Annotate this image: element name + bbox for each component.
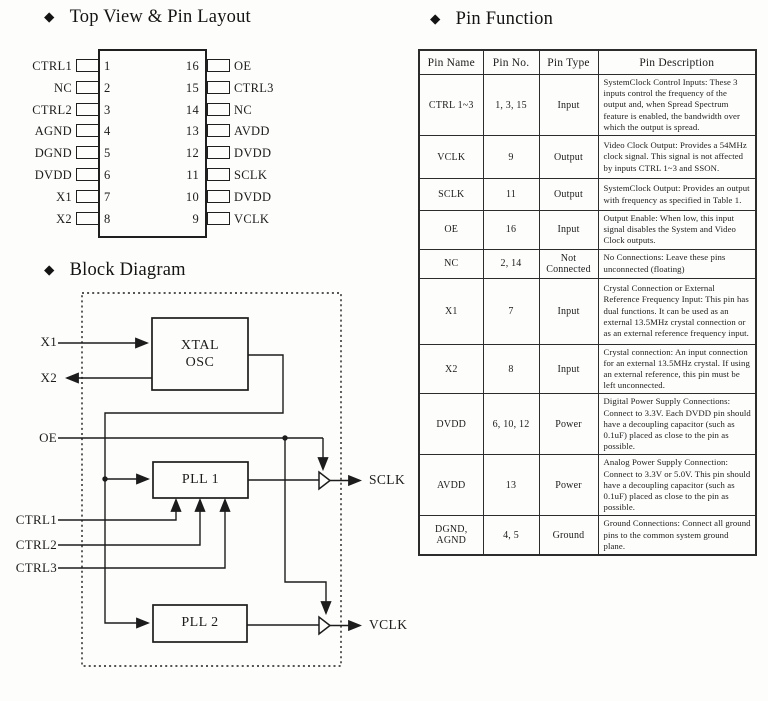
col-header-pin-desc: Pin Description [597,49,757,75]
section-title-text: Top View & Pin Layout [69,7,251,27]
table-row: VCLK 9 Output Video Clock Output: Provid… [418,135,757,180]
block-diagram-svg [58,292,363,667]
pin-label: X2 [56,212,72,226]
pin-box [76,59,99,72]
ctrl1-wire [58,497,182,521]
pin-box [76,81,99,94]
pin-box [207,103,230,116]
section-title-pin-function: ◆ Pin Function [430,9,553,30]
diamond-bullet-icon: ◆ [44,8,55,25]
chip-outline [98,49,207,238]
pin-number: 11 [186,168,199,182]
table-row: DGND, AGND 4, 5 Ground Ground Connection… [418,515,757,556]
pin-box [76,190,99,203]
pin-box [76,146,99,159]
junction-dot [282,435,288,441]
xtal-feed-wire [104,354,284,629]
pin-box [207,124,230,137]
pin-box [207,190,230,203]
pin-box [207,212,230,225]
pin-number: 8 [104,212,111,226]
table-row: AVDD 13 Power Analog Power Supply Connec… [418,454,757,517]
pin-box [76,168,99,181]
pin-box [207,146,230,159]
pin-number: 2 [104,81,111,95]
section-title-text: Block Diagram [69,260,186,280]
diamond-bullet-icon: ◆ [44,261,55,278]
table-row: X2 8 Input Crystal connection: An input … [418,343,757,395]
table-row: CTRL 1~3 1, 3, 15 Input SystemClock Cont… [418,73,757,137]
pll1-label: PLL 1 [181,472,220,487]
pin-box [76,124,99,137]
xtal-osc-block [151,317,249,391]
pin-number: 14 [185,103,199,117]
oe-to-vclk-buffer-wire [284,438,332,616]
signal-label-ctrl2: CTRL2 [15,537,57,552]
table-row: DVDD 6, 10, 12 Power Digital Power Suppl… [418,393,757,456]
pin-label: X1 [56,190,72,204]
pin-number: 6 [104,168,111,182]
pin-box [207,81,230,94]
pin-number: 15 [185,81,199,95]
table-header-row: Pin Name Pin No. Pin Type Pin Descriptio… [418,49,757,75]
pin-label: OE [234,59,252,73]
table-row: NC 2, 14 Not Connected No Connections: L… [418,248,757,279]
pin-label: DVDD [234,146,272,160]
section-title-pin-layout: ◆ Top View & Pin Layout [44,7,251,28]
pin-label: DVDD [34,168,72,182]
pin-label: AGND [34,124,72,138]
col-header-pin-name: Pin Name [418,49,484,75]
pin-number: 16 [185,59,199,73]
pin-box [207,59,230,72]
pll2-label: PLL 2 [181,615,219,630]
signal-label-sclk: SCLK [369,472,406,487]
signal-label-x1: X1 [40,334,57,349]
signal-label-ctrl1: CTRL1 [15,512,57,527]
col-header-pin-type: Pin Type [538,49,599,75]
pin-number: 3 [104,103,111,117]
pin-number: 7 [104,190,111,204]
section-title-text: Pin Function [455,9,554,29]
pin-function-table: Pin Name Pin No. Pin Type Pin Descriptio… [418,49,757,557]
pin-box [76,212,99,225]
pin-label: DGND [34,146,72,160]
table-row: X1 7 Input Crystal Connection or Externa… [418,277,757,345]
pin-number: 10 [185,190,199,204]
pin-box [76,103,99,116]
pin-number: 9 [192,212,199,226]
table-row: OE 16 Input Output Enable: When low, thi… [418,210,757,250]
signal-label-x2: X2 [40,370,57,385]
tristate-buffer-sclk-icon [318,470,332,491]
ctrl2-wire [58,497,206,546]
pin-number: 12 [185,146,199,160]
pll2-block [152,604,248,643]
pin-number: 1 [104,59,111,73]
pin-label: NC [54,81,72,95]
pin-label: DVDD [234,190,272,204]
signal-label-oe: OE [39,430,57,445]
pin-label: CTRL1 [32,59,72,73]
signal-label-vclk: VCLK [369,617,408,632]
pin-number: 13 [185,124,199,138]
col-header-pin-no: Pin No. [482,49,540,75]
pin-label: AVDD [234,124,270,138]
table-row: SCLK 11 Output SystemClock Output: Provi… [418,178,757,212]
diamond-bullet-icon: ◆ [430,10,441,27]
pin-label: CTRL2 [32,103,72,117]
pin-box [207,168,230,181]
xtal-osc-label: XTAL OSC [180,338,220,370]
ctrl3-wire [58,497,231,569]
signal-label-ctrl3: CTRL3 [15,560,57,575]
pin-label: CTRL3 [234,81,274,95]
junction-dot [102,476,108,482]
pin-label: SCLK [234,168,268,182]
pin-number: 5 [104,146,111,160]
tristate-buffer-vclk-icon [318,615,332,636]
pin-label: VCLK [234,212,270,226]
pin-number: 4 [104,124,111,138]
pin-label: NC [234,103,252,117]
section-title-block-diagram: ◆ Block Diagram [44,260,186,281]
dashed-boundary [81,292,342,667]
